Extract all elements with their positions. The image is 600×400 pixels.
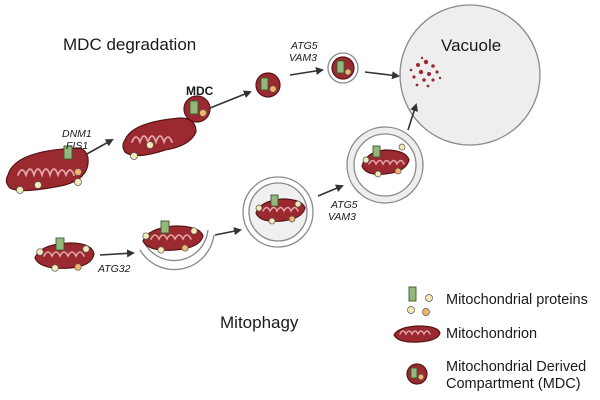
arrow-autophagosome	[317, 184, 344, 197]
mitochondrion-initial	[5, 145, 89, 194]
gene-dnm1: DNM1	[62, 128, 92, 140]
arrow-fission	[84, 139, 114, 156]
title-mitophagy: Mitophagy	[220, 313, 299, 332]
title-mdc-degradation: MDC degradation	[63, 35, 197, 54]
mitochondrion-budding	[122, 95, 211, 160]
arrow-phagophore-close	[214, 227, 242, 236]
legend-proteins-icon	[407, 286, 433, 316]
gene-fis1: FIS1	[66, 140, 89, 152]
arrow-to-vacuole	[364, 71, 400, 80]
arrow-fusion	[407, 103, 418, 131]
gene-atg32: ATG32	[98, 263, 131, 275]
label-mdc: MDC	[186, 84, 214, 98]
gene-vam3-top: VAM3	[289, 52, 318, 64]
legend-mdc-label-line2: Compartment (MDC)	[446, 376, 581, 392]
mdc-engulfed	[331, 56, 355, 80]
legend-proteins-label: Mitochondrial proteins	[446, 292, 588, 308]
vacuole	[399, 4, 541, 146]
mitochondrion-in-autophagosome	[255, 194, 306, 225]
mitochondrion-in-vacuole-fusion	[361, 143, 410, 178]
phagophore	[139, 234, 215, 271]
mitochondrion-in-phagophore	[142, 220, 204, 254]
legend-mitochondrion-label: Mitochondrion	[446, 326, 538, 342]
mdc-free	[255, 72, 281, 98]
gene-atg5-mid: ATG5	[331, 199, 358, 211]
gene-atg5-top: ATG5	[291, 40, 318, 52]
legend-mdc-icon	[406, 363, 428, 385]
title-vacuole: Vacuole	[441, 36, 502, 55]
arrow-atg32	[99, 249, 135, 258]
legend-mitochondrion-icon	[393, 325, 441, 343]
arrows	[84, 66, 418, 258]
mitochondrion-mitophagy-start	[34, 237, 95, 272]
vacuole-degradation-dots	[409, 56, 442, 88]
arrow-mdc-release	[204, 90, 252, 111]
arrow-mdc-uptake	[289, 66, 324, 76]
legend-mdc-label-line1: Mitochondrial Derived	[446, 359, 587, 375]
gene-vam3-mid: VAM3	[328, 211, 357, 223]
